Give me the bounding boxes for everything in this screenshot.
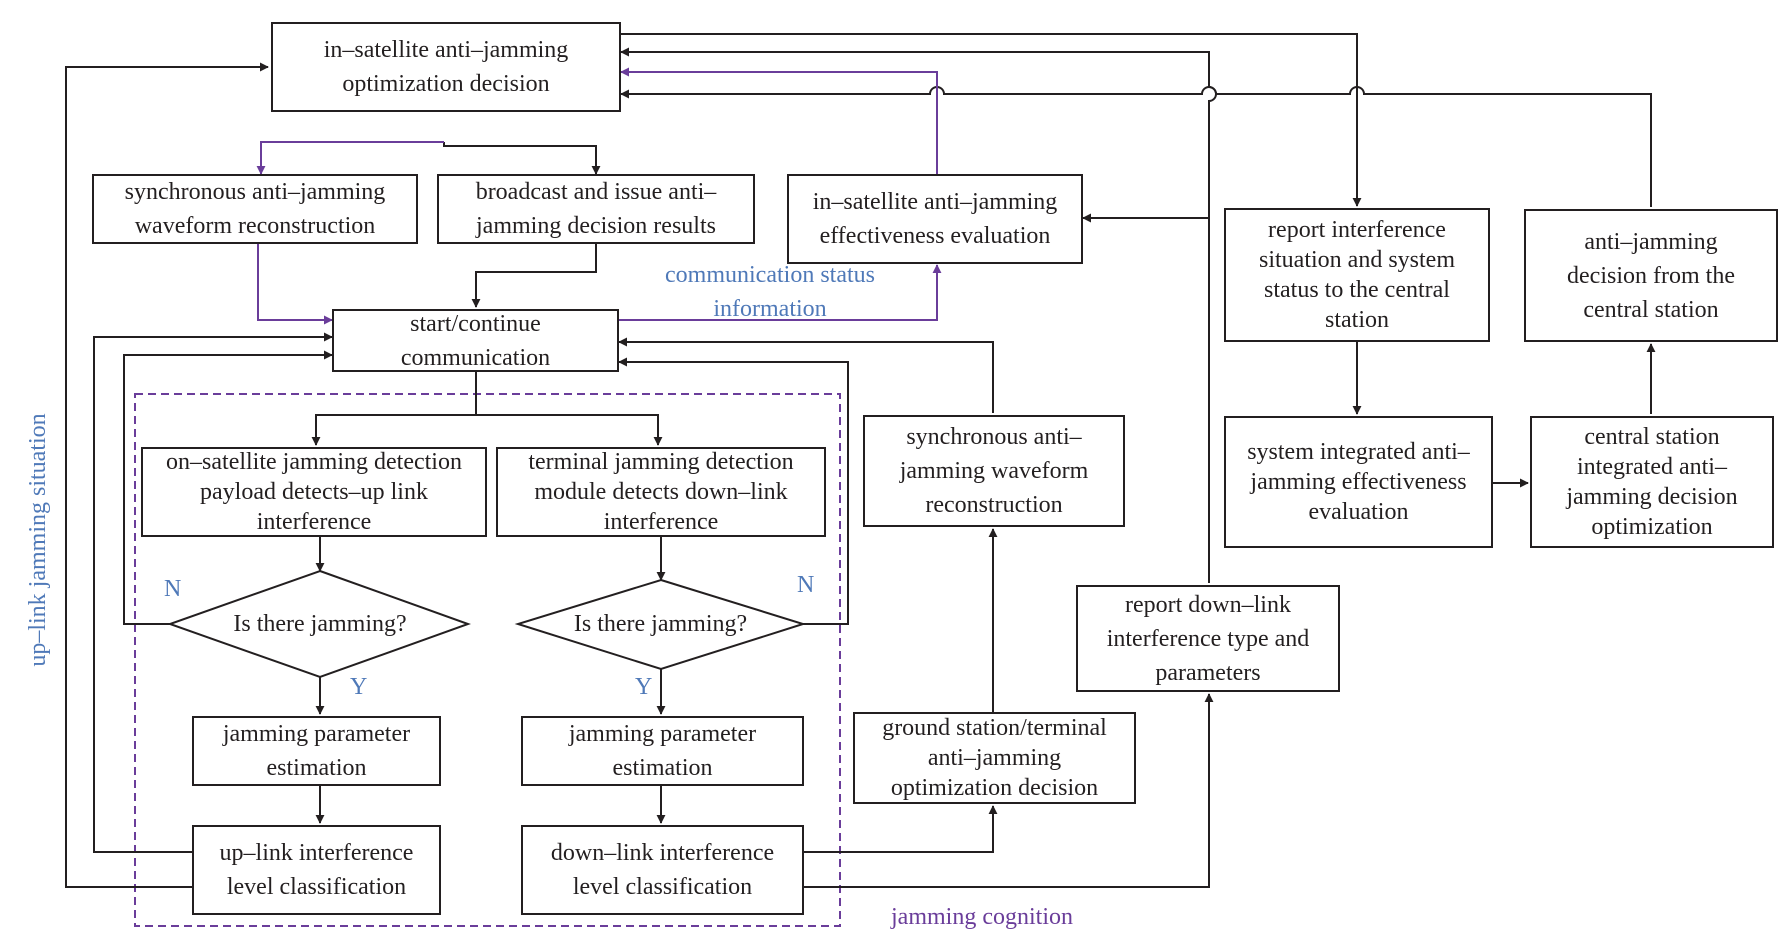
ground-decision-box: ground station/terminal anti–jamming opt… — [853, 712, 1136, 804]
arrow-left-N-loop — [123, 350, 333, 625]
purple-arrow-decision-to-sync — [256, 141, 444, 175]
decision-left-label: Is there jamming? — [233, 610, 407, 637]
arrow-downlink-to-ground — [804, 805, 998, 853]
jamming-cognition-label: jamming cognition — [891, 904, 1073, 930]
sync-waveform-top-box: synchronous anti–jamming waveform recons… — [92, 174, 418, 244]
system-integrated-eval-box: system integrated anti– jamming effectiv… — [1224, 416, 1493, 548]
param-est-right-box: jamming parameter estimation — [521, 716, 804, 786]
arrow-start-to-onsat — [311, 372, 477, 446]
uplink-jamming-situation-label: up–link jamming situation — [25, 413, 51, 667]
y-left-label: Y — [350, 674, 368, 700]
arrow-sync-to-start — [618, 337, 994, 413]
report-interference-box: report interference situation and system… — [1224, 208, 1490, 342]
n-right-label: N — [797, 572, 815, 598]
purple-arrow-start-to-effectiveness — [619, 264, 942, 321]
y-right-label: Y — [635, 674, 653, 700]
onsat-detection-box: on–satellite jamming detection payload d… — [141, 447, 487, 537]
arrow-uplink-loop-start — [93, 332, 333, 853]
uplink-classification-box: up–link interference level classificatio… — [192, 825, 441, 915]
start-communication-box: start/continue communication — [332, 309, 619, 372]
arrow-broadcast-to-start — [471, 244, 597, 308]
report-downlink-box: report down–link interference type and p… — [1076, 585, 1340, 692]
in-satellite-decision-box: in–satellite anti–jamming optimization d… — [271, 22, 621, 112]
n-left-label: N — [164, 576, 182, 602]
anti-jamming-central-box: anti–jamming decision from the central s… — [1524, 209, 1778, 342]
arrow-start-to-terminal — [476, 414, 663, 446]
communication-status-label: communication status information — [665, 262, 875, 322]
downlink-classification-box: down–link interference level classificat… — [521, 825, 804, 915]
decision-right-label: Is there jamming? — [573, 610, 748, 637]
central-optimization-box: central station integrated anti– jamming… — [1530, 416, 1774, 548]
arrow-decision-to-report-interference — [621, 33, 1362, 207]
arrow-central-to-decision — [620, 86, 1652, 207]
arrow-downlink-to-report — [804, 693, 1214, 888]
broadcast-box: broadcast and issue anti– jamming decisi… — [437, 174, 755, 244]
purple-arrow-sync-to-start — [257, 244, 333, 325]
terminal-detection-box: terminal jamming detection module detect… — [496, 447, 826, 537]
arrow-uplink-situation — [65, 62, 269, 888]
decision-diamond-left — [166, 569, 471, 679]
purple-arrow-effectiveness-to-decision — [620, 67, 938, 174]
effectiveness-eval-box: in–satellite anti–jamming effectiveness … — [787, 174, 1083, 264]
sync-waveform-mid-box: synchronous anti– jamming waveform recon… — [863, 415, 1125, 527]
param-est-left-box: jamming parameter estimation — [192, 716, 441, 786]
jamming-cognition-region — [134, 393, 841, 927]
decision-diamond-right — [514, 578, 807, 671]
arrow-right-N-loop — [618, 357, 849, 625]
arrow-decision-to-broadcast — [443, 142, 601, 175]
